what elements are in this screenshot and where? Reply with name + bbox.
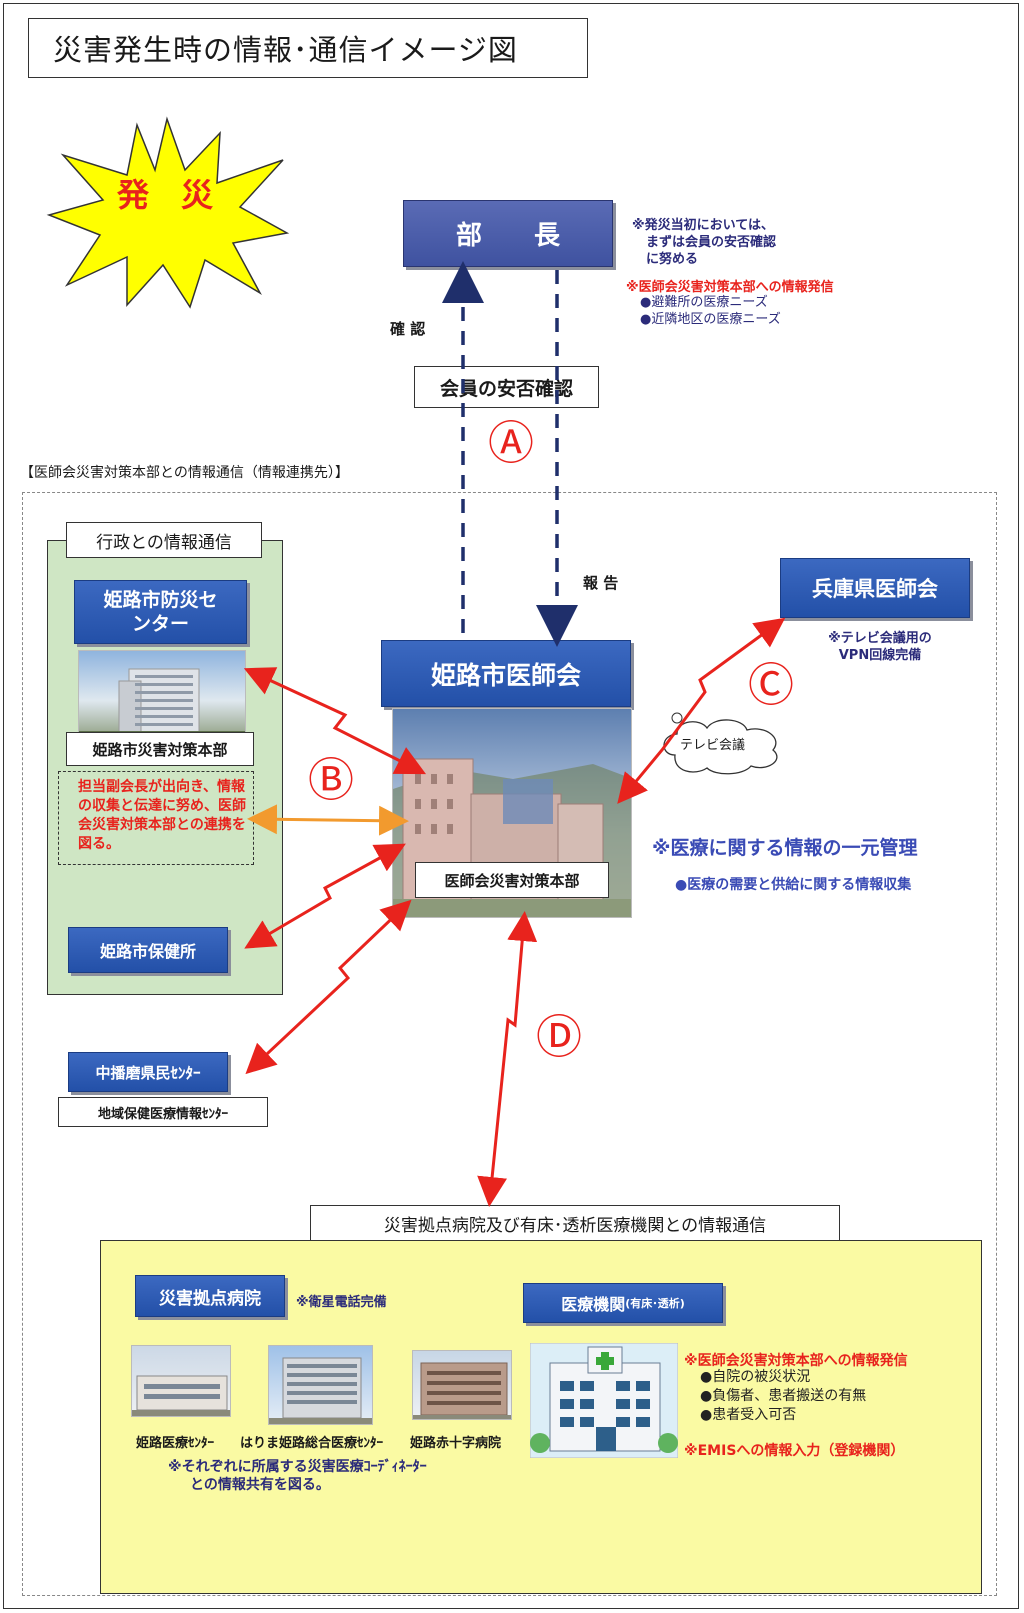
bucho-note-item: ●避難所の医療ニーズ — [640, 295, 768, 310]
gyosei-note-box — [58, 771, 254, 865]
ishikai-honbu-box: 医師会災害対策本部 — [415, 862, 609, 898]
hospital-photo-2 — [268, 1345, 373, 1425]
section-label: 【医師会災害対策本部との情報通信（情報連携先）】 — [20, 465, 349, 481]
tv-kaigi-label: テレビ会議 — [680, 738, 746, 753]
outer-frame — [3, 3, 1019, 1609]
kyoten-byoin-box: 災害拠点病院 — [135, 1275, 285, 1317]
hokoku-label: 報 告 — [583, 574, 619, 592]
bosai-center-box: 姫路市防災センター — [74, 580, 247, 644]
section-dashed-border — [22, 492, 997, 1596]
chiiki-center-box: 地域保健医療情報ｾﾝﾀｰ — [58, 1097, 268, 1127]
label-a: Ⓐ — [488, 416, 534, 470]
bucho-note-item: ●近隣地区の医療ニーズ — [640, 312, 781, 327]
kenmin-center-box: 中播磨県民ｾﾝﾀｰ — [68, 1052, 228, 1092]
ichigen-title: ※医療に関する情報の一元管理 — [652, 837, 918, 859]
bucho-box: 部 長 — [403, 200, 613, 267]
kyoten-title: 災害拠点病院及び有床･透析医療機関との情報通信 — [310, 1205, 840, 1241]
hatsusai-label: 発 災 — [116, 176, 213, 214]
hospital-caption-1: 姫路医療ｾﾝﾀｰ — [136, 1436, 215, 1451]
gyosei-note: 担当副会長が出向き、情報の収集と伝達に努め、医師会災害対策本部との連携を図る。 — [78, 779, 246, 852]
bosai-photo — [78, 650, 246, 742]
ichigen-sub: ●医療の需要と供給に関する情報収集 — [675, 877, 912, 893]
kikan-item: ●患者受入可否 — [700, 1407, 797, 1423]
kikan-item: ●自院の被災状況 — [700, 1369, 811, 1385]
hyogo-ishikai-box: 兵庫県医師会 — [780, 558, 970, 618]
hyogo-note: ※テレビ会議用の VPN回線完備 — [828, 631, 932, 663]
kikan-item: ●負傷者、患者搬送の有無 — [700, 1388, 867, 1404]
kikan-items: ●自院の被災状況 ●負傷者、患者搬送の有無 ●患者受入可否 — [700, 1368, 866, 1425]
hospital-caption-3: 姫路赤十字病院 — [410, 1436, 502, 1451]
kakunin-label: 確 認 — [390, 320, 426, 338]
anpi-box: 会員の安否確認 — [414, 366, 599, 408]
bucho-note: ※発災当初においては、 まずは会員の安否確認 に努める — [632, 218, 777, 267]
hokenjo-box: 姫路市保健所 — [68, 927, 228, 973]
hatsusai-burst — [46, 116, 290, 309]
saigai-honbu-box: 姫路市災害対策本部 — [66, 732, 254, 766]
iryo-kikan-box: 医療機関(有床･透析) — [523, 1283, 723, 1323]
gyosei-title: 行政との情報通信 — [66, 522, 262, 558]
hospital-photo-3 — [412, 1350, 512, 1420]
label-d: Ⓓ — [536, 1010, 582, 1064]
eisei-note: ※衛星電話完備 — [296, 1295, 387, 1310]
bucho-note-items: ●避難所の医療ニーズ ●近隣地区の医療ニーズ — [640, 294, 781, 328]
emis-note: ※EMISへの情報入力（登録機関） — [684, 1443, 905, 1459]
hospital-illustration — [530, 1343, 678, 1458]
page-title: 災害発生時の情報･通信イメージ図 — [28, 18, 588, 78]
bucho-note-red: ※医師会災害対策本部への情報発信 — [626, 280, 834, 295]
hospital-photo-1 — [131, 1345, 231, 1417]
share-note: ※それぞれに所属する災害医療ｺｰﾃﾞｨﾈｰﾀｰ との情報共有を図る。 — [168, 1459, 427, 1493]
ishikai-box: 姫路市医師会 — [381, 640, 631, 707]
hospital-caption-2: はりま姫路総合医療ｾﾝﾀｰ — [240, 1436, 384, 1451]
kikan-note-red: ※医師会災害対策本部への情報発信 — [684, 1353, 908, 1369]
